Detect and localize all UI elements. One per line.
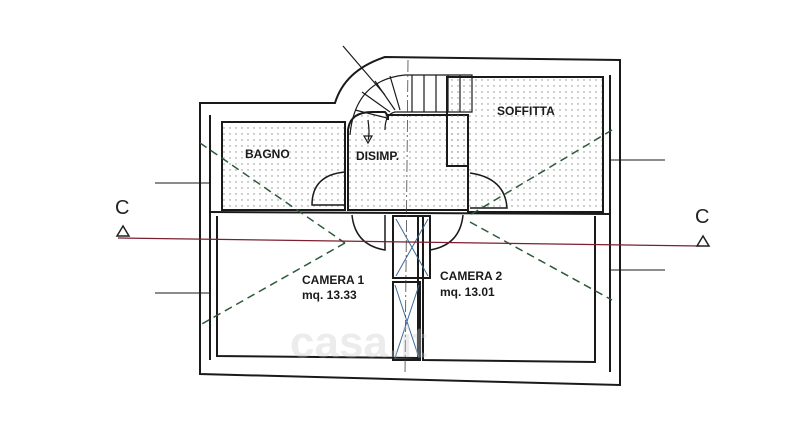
section-label-right: C <box>695 206 710 228</box>
room-area-camera2: mq. 13.01 <box>440 285 495 299</box>
room-area-camera1: mq. 13.33 <box>302 288 357 302</box>
leader-lines <box>155 159 665 294</box>
shaft-crosses <box>394 218 429 359</box>
room-label-bagno: BAGNO <box>245 147 290 161</box>
section-marker-left-icon <box>115 224 131 237</box>
soffitta-room <box>446 76 604 213</box>
watermark: casa.it <box>290 318 427 367</box>
section-marker-right-icon <box>695 234 711 247</box>
staircase <box>342 45 473 145</box>
room-label-camera2: CAMERA 2 <box>440 269 503 283</box>
dashed-diagonals <box>199 129 613 326</box>
room-label-disimp: DISIMP. <box>356 149 400 163</box>
axis-line <box>404 59 409 376</box>
dotted-rooms <box>221 76 604 213</box>
bagno-room <box>221 121 346 211</box>
section-label-left: C <box>115 197 130 219</box>
room-label-camera1: CAMERA 1 <box>302 273 365 287</box>
section-line <box>117 237 701 247</box>
room-label-soffitta: SOFFITTA <box>497 104 555 118</box>
